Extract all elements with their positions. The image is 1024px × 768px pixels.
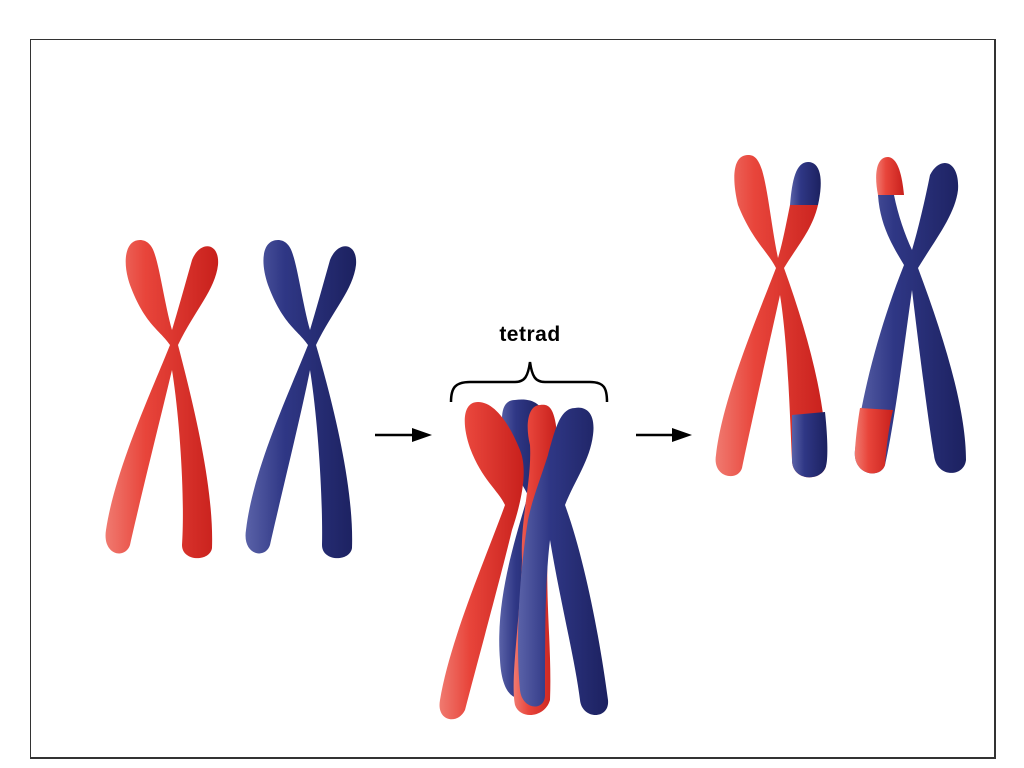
recombinant-blue-chromosome — [854, 157, 966, 474]
recombinant-red-chromosome — [715, 155, 828, 478]
arrow-right-icon — [636, 428, 692, 442]
tetrad-chromosomes — [439, 399, 609, 720]
red-chromosome-original — [105, 240, 219, 559]
tetrad-brace — [449, 361, 609, 403]
arrow-right-icon — [375, 428, 432, 442]
tetrad-label: tetrad — [499, 323, 561, 346]
blue-chromosome-original — [245, 240, 357, 559]
